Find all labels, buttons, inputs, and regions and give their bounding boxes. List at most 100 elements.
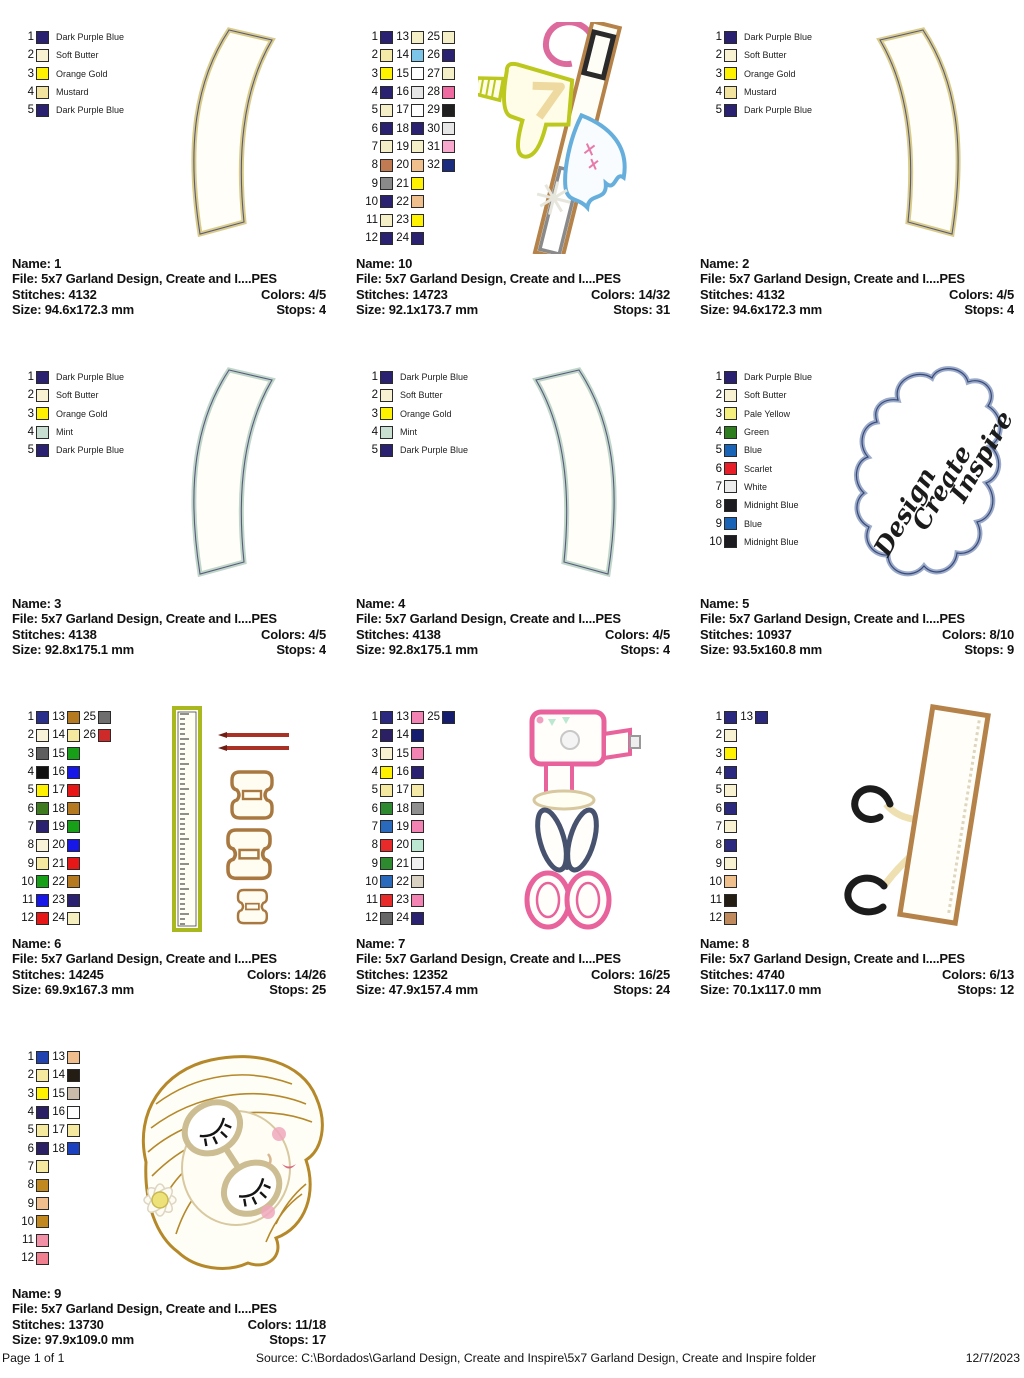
palette-number: 12 xyxy=(21,1252,34,1265)
palette-number: 16 xyxy=(52,1106,65,1119)
design-stops: Stops: 4 xyxy=(964,302,1014,318)
design-stops: Stops: 31 xyxy=(613,302,670,318)
palette-entry: 10 xyxy=(362,873,393,891)
color-swatch xyxy=(67,1087,80,1101)
color-swatch xyxy=(98,710,111,724)
color-name: Dark Purple Blue xyxy=(744,105,813,116)
palette-number: 5 xyxy=(371,444,378,457)
color-swatch xyxy=(36,1105,49,1119)
design-name: Name: 1 xyxy=(12,256,62,271)
palette-number: 14 xyxy=(52,729,65,742)
palette-entry: 19 xyxy=(49,818,80,836)
palette-entry: 18 xyxy=(393,799,424,817)
color-swatch xyxy=(724,462,737,476)
design-size: Size: 92.1x173.7 mm xyxy=(356,302,478,318)
palette-number: 7 xyxy=(27,820,34,833)
palette-number: 13 xyxy=(740,711,753,724)
palette-entry: 5 xyxy=(362,781,393,799)
palette-entry: 7 xyxy=(362,818,393,836)
palette-number: 13 xyxy=(396,31,409,44)
palette-number: 8 xyxy=(715,839,722,852)
design-thumbnail xyxy=(822,702,1018,934)
design-colors: Colors: 14/32 xyxy=(590,286,670,302)
color-swatch xyxy=(67,875,80,889)
design-stops: Stops: 17 xyxy=(269,1332,326,1348)
design-stitches: Stitches: 4132 xyxy=(12,286,97,302)
palette-entry: 18 xyxy=(49,1139,80,1157)
palette-number: 6 xyxy=(715,462,722,475)
palette-number: 7 xyxy=(715,480,722,493)
palette-entry: 14 xyxy=(49,726,80,744)
color-name: Midnight Blue xyxy=(744,500,799,511)
color-swatch xyxy=(380,370,393,384)
design-file: File: 5x7 Garland Design, Create and I..… xyxy=(356,611,621,627)
color-swatch xyxy=(724,820,737,834)
palette-entry: 7 xyxy=(18,818,49,836)
color-name: Blue xyxy=(744,518,763,529)
palette-number: 4 xyxy=(27,426,34,439)
palette-entry: 16 xyxy=(49,1103,80,1121)
palette-entry: 6 xyxy=(362,799,393,817)
palette-entry: 8 xyxy=(18,836,49,854)
color-swatch xyxy=(36,1087,49,1101)
color-swatch xyxy=(411,140,424,154)
palette-entry: 13 xyxy=(737,708,768,726)
palette-entry: 1 xyxy=(362,708,393,726)
color-swatch xyxy=(411,802,424,816)
palette-number: 9 xyxy=(27,1197,34,1210)
color-swatch xyxy=(724,480,737,494)
palette-entry: 24 xyxy=(49,909,80,927)
color-swatch xyxy=(724,67,737,81)
design-size: Size: 47.9x157.4 mm xyxy=(356,982,478,998)
design-colors: Colors: 6/13 xyxy=(941,966,1014,982)
design-colors: Colors: 14/26 xyxy=(246,966,326,982)
color-name: Dark Purple Blue xyxy=(56,445,125,456)
design-size: Size: 97.9x109.0 mm xyxy=(12,1332,134,1348)
palette-number: 1 xyxy=(27,31,34,44)
color-swatch xyxy=(67,710,80,724)
palette-entry: 25 xyxy=(80,708,111,726)
color-swatch xyxy=(36,85,49,99)
color-swatch xyxy=(724,498,737,512)
palette-entry: 23 xyxy=(49,891,80,909)
design-name: Name: 3 xyxy=(12,596,62,611)
color-swatch xyxy=(36,103,49,117)
palette-number: 4 xyxy=(715,766,722,779)
palette-number: 8 xyxy=(371,159,378,172)
color-swatch xyxy=(67,857,80,871)
palette-number: 11 xyxy=(22,1234,34,1247)
color-swatch xyxy=(411,820,424,834)
design-name: Name: 6 xyxy=(12,936,62,951)
palette-number: 24 xyxy=(396,232,409,245)
palette-number: 26 xyxy=(427,49,440,62)
color-swatch xyxy=(380,177,393,191)
color-name: Scarlet xyxy=(744,463,773,474)
color-name: Pale Yellow xyxy=(744,408,791,419)
palette-entry: 3 xyxy=(362,65,393,83)
palette-number: 3 xyxy=(27,67,34,80)
palette-entry: 6 xyxy=(18,1139,49,1157)
palette-entry: 18 xyxy=(49,799,80,817)
palette-number: 18 xyxy=(396,122,409,135)
color-swatch xyxy=(442,710,455,724)
palette-number: 10 xyxy=(365,195,378,208)
color-swatch xyxy=(724,48,737,62)
design-file: File: 5x7 Garland Design, Create and I..… xyxy=(12,271,277,287)
color-swatch xyxy=(442,140,455,154)
color-swatch xyxy=(724,838,737,852)
design-size-stops: Size: 92.1x173.7 mm Stops: 31 xyxy=(356,302,670,317)
palette-entry: 10 xyxy=(706,873,737,891)
palette-entry: 11 xyxy=(18,1231,49,1249)
